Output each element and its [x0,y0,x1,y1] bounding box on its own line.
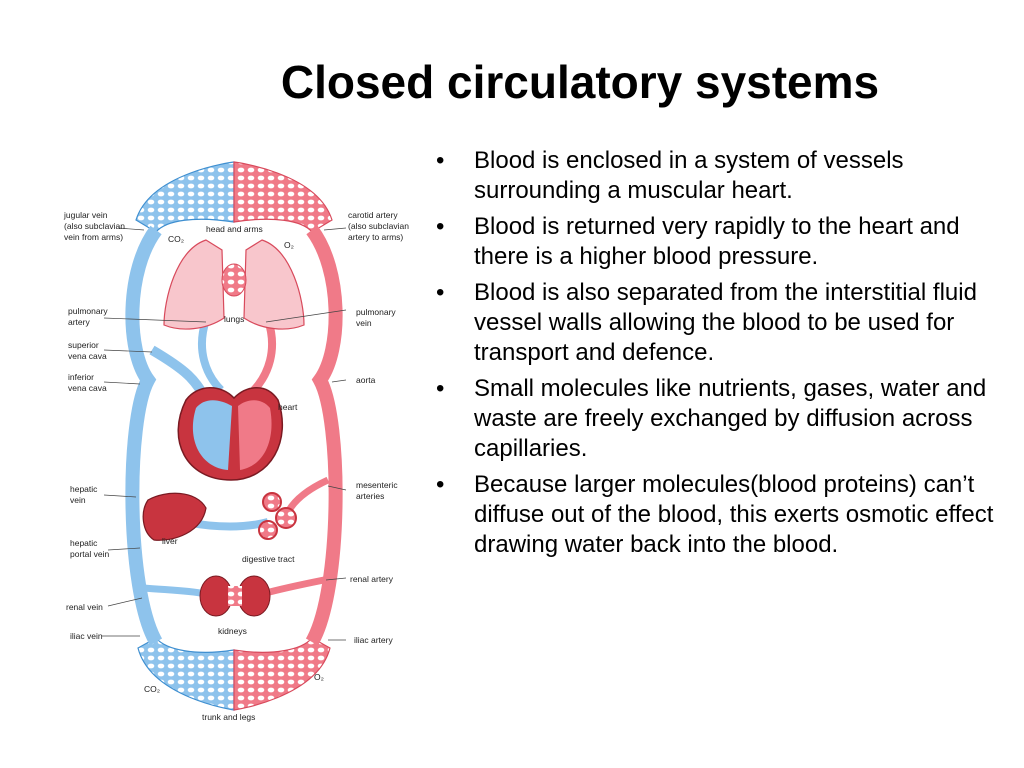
renal-vein-vessel [143,584,207,598]
bullet-text: Blood is also separated from the interst… [474,279,977,366]
label-kidneys: kidneys [218,626,247,636]
aorta-vessel [305,225,343,646]
bullet-item: • Blood is enclosed in a system of vessel… [436,146,996,206]
bullet-text: Blood is enclosed in a system of vessels… [474,147,904,204]
label-co2-bottom: CO₂ [144,684,160,694]
label-o2-top: O₂ [284,240,294,250]
label-trunk-and-legs: trunk and legs [202,712,255,722]
label-renal-vein: renal vein [66,602,103,612]
bullet-item: • Blood is also separated from the inters… [436,278,996,368]
bullet-text: Small molecules like nutrients, gases, w… [474,375,987,462]
bullet-list: • Blood is enclosed in a system of vessel… [436,146,996,566]
leader-lines [102,227,347,641]
label-heart: heart [278,402,298,412]
label-digestive-tract: digestive tract [242,554,295,564]
renal-artery-vessel [261,576,325,598]
label-aorta: aorta [356,375,376,385]
label-iliac-vein: iliac vein [70,631,103,641]
label-renal-artery: renal artery [350,574,394,584]
bullet-item: • Small molecules like nutrients, gases, … [436,374,996,464]
label-liver: liver [162,536,178,546]
kidneys [199,575,271,617]
bullet-icon: • [436,279,445,306]
bullet-text: Blood is returned very rapidly to the he… [474,213,960,270]
bullet-item: • Because larger molecules(blood proteins… [436,470,996,560]
pulmonary-artery-vessel [198,318,224,393]
label-lungs: lungs [224,314,244,324]
bullet-icon: • [436,213,445,240]
label-o2-bottom: O₂ [314,672,324,682]
bullet-icon: • [436,471,445,498]
label-co2-top: CO₂ [168,234,184,244]
trunk-capillary-bed [137,637,331,711]
slide-title: Closed circulatory systems [280,56,880,108]
label-iliac-artery: iliac artery [354,635,393,645]
pulmonary-vein-vessel [250,318,276,393]
heart [177,387,283,481]
digestive-tract [258,492,297,540]
bullet-text: Because larger molecules(blood proteins)… [474,471,994,558]
systemic-vein [125,225,163,646]
bullet-icon: • [436,147,445,174]
bullet-item: • Blood is returned very rapidly to the h… [436,212,996,272]
lungs [163,239,305,330]
bullet-icon: • [436,375,445,402]
head-capillary-bed [135,161,333,233]
liver [142,492,207,541]
label-head-and-arms: head and arms [206,224,263,234]
